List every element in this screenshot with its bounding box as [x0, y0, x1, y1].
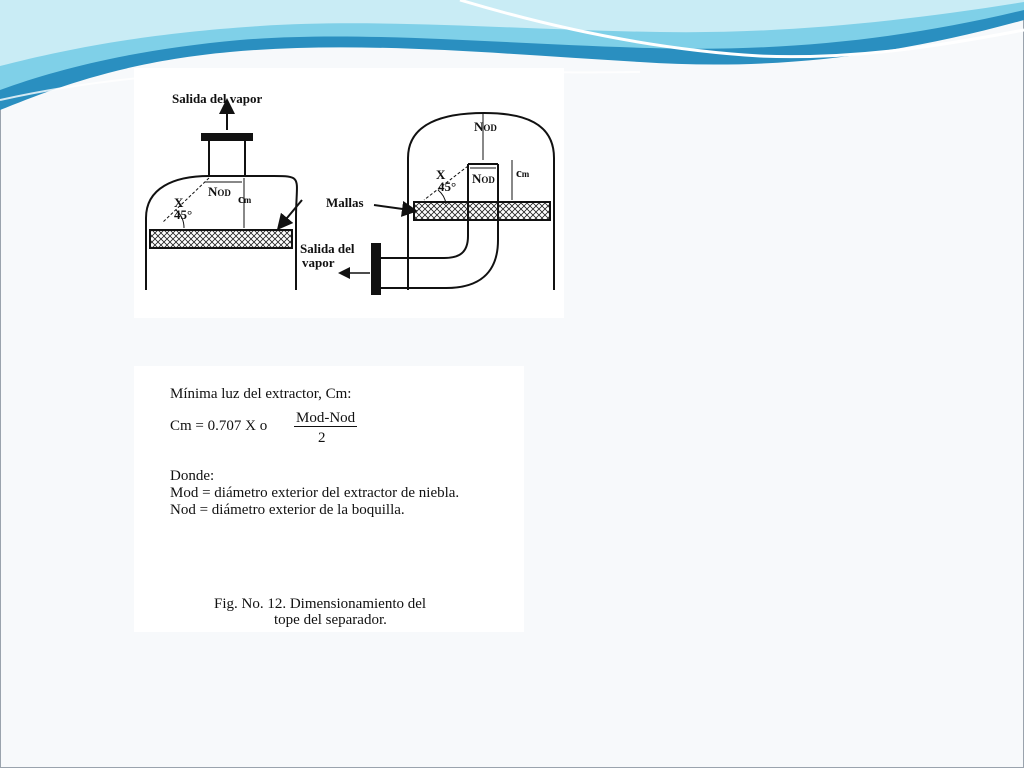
- definition-nod: Nod = diámetro exterior de la boquilla.: [170, 502, 405, 518]
- left-vessel: [145, 98, 303, 290]
- right-ntop-label: NOD: [474, 119, 497, 134]
- definition-mod: Mod = diámetro exterior del extractor de…: [170, 485, 460, 501]
- mallas-label: Mallas: [326, 195, 364, 210]
- left-outlet-nozzle: [208, 137, 246, 177]
- formula-equation: Cm = 0.707 X o: [170, 418, 268, 434]
- figure-caption-line2: tope del separador.: [274, 612, 387, 628]
- right-x-label: X: [436, 167, 446, 182]
- where-label: Donde:: [170, 468, 215, 484]
- right-angle-arc: [437, 189, 447, 205]
- left-pointer-line: [276, 199, 303, 231]
- formula-numerator: Mod-Nod: [294, 410, 358, 427]
- left-c-label: cm: [238, 191, 252, 206]
- left-mesh-pad: [149, 229, 293, 249]
- formula-panel: Mínima luz del extractor, Cm: Cm = 0.707…: [134, 366, 524, 632]
- right-vessel-head: [407, 111, 555, 290]
- left-angle-label: 45°: [174, 207, 193, 222]
- separator-diagram: [145, 98, 555, 295]
- right-angle-label: 45°: [438, 179, 457, 194]
- right-45-line: [423, 165, 469, 201]
- right-c-label: cm: [516, 165, 530, 180]
- right-outlet-flange: [371, 243, 381, 295]
- left-angle-arc: [175, 209, 185, 229]
- formula-denominator: 2: [318, 430, 326, 446]
- left-n-label: NOD: [208, 184, 231, 199]
- left-outlet-label: Salida del vapor: [172, 91, 263, 106]
- wave-band-pale: [0, 0, 1024, 66]
- left-outlet-flange: [201, 133, 253, 141]
- mallas-pointer-line: [373, 200, 418, 217]
- figure-caption-line1: Fig. No. 12. Dimensionamiento del: [214, 596, 427, 612]
- wave-line-white: [459, 0, 1024, 59]
- right-vessel: [338, 111, 555, 295]
- right-outlet-label-line1: Salida del: [300, 241, 355, 256]
- right-n-label: NOD: [472, 171, 495, 186]
- left-x-label: X: [174, 195, 184, 210]
- left-45-line: [161, 177, 210, 224]
- formula-heading: Mínima luz del extractor, Cm:: [170, 386, 352, 402]
- right-internal-pipe: [378, 164, 499, 289]
- separator-diagram-panel: Salida del vapor NOD cm X 45° Mallas Sal…: [134, 68, 564, 318]
- right-mesh-pad: [413, 201, 551, 221]
- right-outlet-label-line2: vapor: [302, 255, 335, 270]
